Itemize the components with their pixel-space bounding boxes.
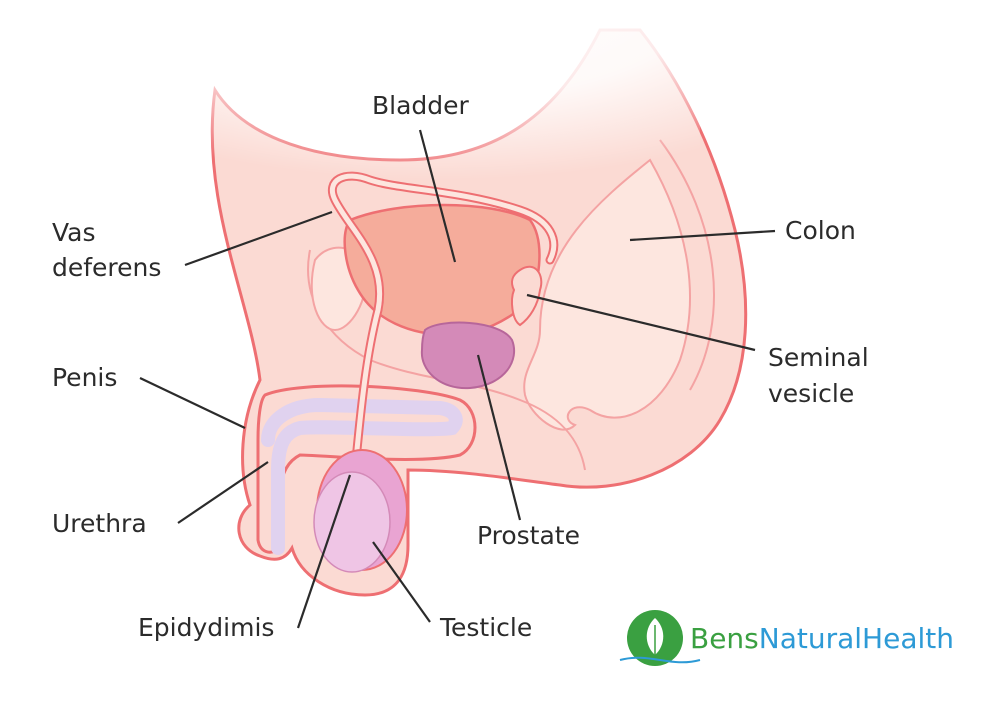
leader-urethra <box>177 461 269 524</box>
testicle-shape <box>313 471 391 573</box>
label-colon: Colon <box>785 216 856 245</box>
prostate-shape <box>420 321 516 390</box>
urethra-tube <box>261 397 463 555</box>
label-urethra: Urethra <box>52 509 147 538</box>
label-testicle: Testicle <box>440 613 533 642</box>
label-seminal-vesicle-line2: vesicle <box>768 379 855 408</box>
leader-colon <box>629 229 776 242</box>
leader-prostate <box>476 354 522 521</box>
label-vas-deferens-line2: deferens <box>52 253 162 282</box>
brand-part1: Bens <box>690 622 759 655</box>
label-prostate: Prostate <box>477 521 580 550</box>
brand-logo-text: BensNaturalHealth <box>690 622 954 655</box>
leader-penis <box>139 377 246 429</box>
bladder-shape <box>343 203 541 337</box>
label-bladder: Bladder <box>372 91 469 120</box>
seminal-vesicle-shape <box>511 265 543 327</box>
leader-epididymis <box>296 474 352 629</box>
leader-lines <box>139 129 776 629</box>
leader-seminal-vesicle <box>526 293 756 352</box>
label-epididymis: Epidydimis <box>138 613 275 642</box>
leaf-logo-icon <box>619 610 701 666</box>
leader-bladder <box>418 129 457 263</box>
leader-testicle <box>372 541 431 623</box>
label-penis: Penis <box>52 363 118 392</box>
label-seminal-vesicle-line1: Seminal <box>768 343 869 372</box>
label-vas-deferens-line1: Vas <box>52 218 96 247</box>
leader-vas-deferens <box>184 210 333 267</box>
brand-part2: NaturalHealth <box>758 622 955 655</box>
